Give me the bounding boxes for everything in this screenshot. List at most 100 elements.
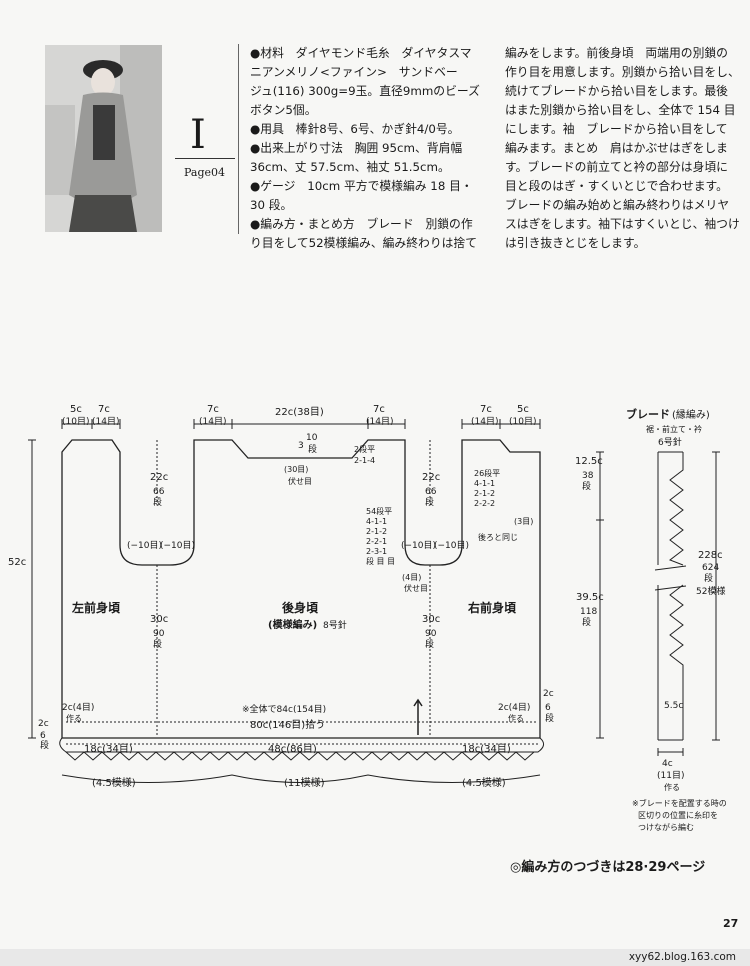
same-as-back: 後ろと同じ bbox=[478, 532, 518, 542]
braid-sub: 6号針 bbox=[658, 436, 682, 448]
text-line: ニアンメリノ<ファイン> サンドベー bbox=[250, 65, 458, 79]
braid-note: 区切りの位置に糸印を bbox=[638, 810, 718, 820]
armhole-label: (−10目) bbox=[434, 540, 469, 551]
braid-outline-top bbox=[657, 452, 684, 566]
braid-width: 5.5c bbox=[664, 701, 683, 711]
armhole-label: 22c bbox=[150, 472, 168, 483]
dim-label: 7c bbox=[98, 404, 110, 415]
cast-on-label: 作る bbox=[66, 713, 82, 723]
text-line: ジュ(116) 300g=9玉。直径9mmのビーズ bbox=[250, 84, 480, 98]
height-label: 52c bbox=[8, 557, 26, 568]
body-height-label: 段 bbox=[425, 638, 434, 650]
neck-label: 2-1-4 bbox=[354, 456, 375, 465]
dim-label: 7c bbox=[207, 404, 219, 415]
footer-bar bbox=[0, 949, 750, 966]
neck-label: (30目) bbox=[284, 465, 308, 474]
text-line: り目をして52模様編み、編み終わりは捨て bbox=[250, 236, 478, 250]
armhole-label: (−10目) bbox=[160, 540, 195, 551]
text-line: ●編み方・まとめ方 ブレード 別鎖の作 bbox=[250, 217, 473, 231]
row-note: 段 目 目 bbox=[366, 556, 395, 566]
braid-outline-bottom bbox=[657, 584, 684, 741]
text-line: す。ブレードの前立てと衿の部分は身頃に bbox=[505, 160, 728, 174]
bottom-dim-label: 48c(86目) bbox=[268, 744, 317, 755]
braid-length: 段 bbox=[704, 572, 713, 584]
right-front-label: 右前身頃 bbox=[467, 600, 517, 615]
armhole-label: (−10目) bbox=[127, 540, 162, 551]
left-front-label: 左前身頃 bbox=[71, 600, 121, 615]
dim-label: 5c bbox=[517, 404, 529, 415]
bottom-dim-label: 18c(34目) bbox=[462, 744, 511, 755]
armhole-label: 66 bbox=[425, 487, 437, 497]
armhole-label: 段 bbox=[425, 496, 434, 508]
side-label: 段 bbox=[40, 739, 49, 751]
dim-label: (14目) bbox=[92, 416, 119, 427]
text-line: 36cm、丈 57.5cm、袖丈 51.5cm。 bbox=[250, 160, 450, 174]
braid-band-bottom bbox=[59, 737, 544, 753]
dim-label: (14目) bbox=[366, 416, 393, 427]
text-line: にします。袖 ブレードから拾い目をして bbox=[505, 122, 728, 136]
row-note: 2-2-1 bbox=[366, 537, 387, 546]
dim-label: 22c(38目) bbox=[275, 407, 324, 418]
neck-label: 10 bbox=[306, 433, 318, 443]
back-label: 後身頃 bbox=[282, 600, 319, 615]
dim-label: (10目) bbox=[509, 416, 536, 427]
dim-label: (14目) bbox=[471, 416, 498, 427]
back-sub-label: (模様編み) bbox=[268, 618, 317, 631]
pattern-count: (4.5模様) bbox=[92, 776, 136, 789]
top-dim-ticks bbox=[61, 419, 541, 429]
row-note: 2-2-2 bbox=[474, 499, 495, 508]
stitch-note: 伏せ目 bbox=[404, 583, 428, 593]
cast-on-label: 2c(4目) bbox=[62, 702, 94, 713]
body-dim-line bbox=[156, 565, 431, 735]
stitch-note: (4目) bbox=[402, 573, 421, 582]
dim-label: (10目) bbox=[62, 416, 89, 427]
body-outline bbox=[61, 439, 541, 739]
pattern-count: (4.5模様) bbox=[462, 776, 506, 789]
text-line: ●ゲージ 10cm 平方で模様編み 18 目・ bbox=[250, 179, 473, 193]
row-note: 2-1-2 bbox=[366, 527, 387, 536]
text-line: 続けてブレードから拾い目をします。最後 bbox=[505, 84, 728, 98]
model-photo bbox=[45, 45, 162, 232]
armhole-label: 22c bbox=[422, 472, 440, 483]
bottom-dim-label: 18c(34目) bbox=[84, 744, 133, 755]
neck-label: 2段平 bbox=[354, 444, 375, 454]
text-line: ●材料 ダイヤモンド毛糸 ダイヤタスマ bbox=[250, 46, 472, 60]
right-dim-label: 段 bbox=[582, 616, 591, 628]
right-dim-label: 38 bbox=[582, 471, 594, 481]
armhole-label: (−10目) bbox=[401, 540, 436, 551]
continued-note: ◎編み方のつづきは28·29ページ bbox=[510, 860, 706, 875]
side-label: 6 bbox=[40, 731, 46, 741]
row-note: 26段平 bbox=[474, 468, 500, 478]
body-height-label: 段 bbox=[153, 638, 162, 650]
braid-width: 作る bbox=[664, 782, 680, 792]
text-line: ブレードの編み始めと編み終わりはメリヤ bbox=[505, 198, 730, 212]
body-height-label: 30c bbox=[422, 614, 440, 625]
braid-length: 624 bbox=[702, 563, 719, 573]
armhole-dim-line bbox=[156, 440, 431, 505]
dim-label: 7c bbox=[373, 404, 385, 415]
text-line: ボタン5個。 bbox=[250, 103, 317, 117]
divider bbox=[175, 158, 235, 159]
height-dim-line bbox=[28, 439, 36, 739]
cast-on-label: 2c(4目) bbox=[498, 702, 530, 713]
braid-title: ブレード bbox=[626, 407, 670, 421]
text-line: 編みをします。前後身頃 両端用の別鎖の bbox=[505, 46, 728, 60]
braid-width: 4c bbox=[662, 759, 673, 769]
right-dim-label: 12.5c bbox=[575, 456, 603, 467]
neck-label: 伏せ目 bbox=[288, 476, 312, 486]
text-line: ●出来上がり寸法 胸囲 95cm、背肩幅 bbox=[250, 141, 463, 155]
page-number: 27 bbox=[723, 917, 739, 930]
text-line: ●用具 棒針8号、6号、かぎ針4/0号。 bbox=[250, 122, 460, 136]
braid-note: つけながら編む bbox=[638, 822, 694, 832]
text-line: はまた別鎖から拾い目をし、全体で 154 目 bbox=[505, 103, 736, 117]
neck-label: 3 bbox=[298, 441, 304, 451]
source-credit: xyy62.blog.163.com bbox=[628, 951, 736, 963]
stitch-note: (3目) bbox=[514, 517, 533, 526]
instructions-column-2: 編みをします。前後身頃 両端用の別鎖の 作り目を用意します。別鎖から拾い目をし、… bbox=[505, 44, 745, 253]
side-label: 2c bbox=[38, 719, 49, 729]
row-note: 4-1-1 bbox=[474, 479, 495, 488]
pickup-label: 80c(146目)拾う bbox=[250, 718, 325, 731]
braid-length: 228c bbox=[698, 550, 723, 561]
page-reference: Page04 bbox=[184, 166, 226, 179]
